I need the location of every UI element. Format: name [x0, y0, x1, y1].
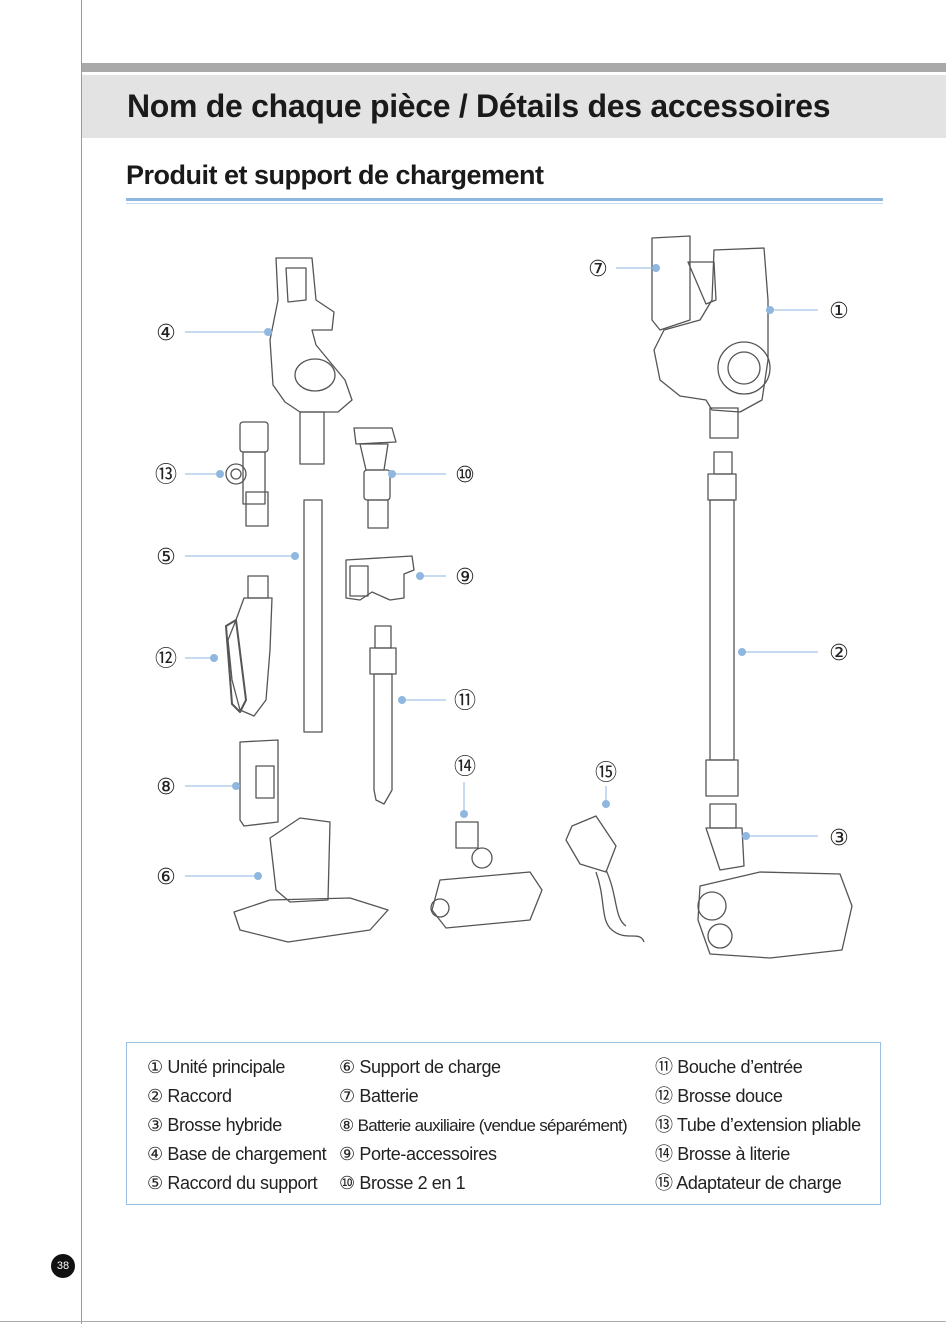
legend-item: ⑦ Batterie: [339, 1086, 419, 1106]
hybrid-brush-drawing: [697, 803, 853, 959]
callout-8: ⑧: [156, 775, 176, 800]
soft-brush-drawing: [225, 575, 273, 717]
callout-13: ⑬: [155, 463, 177, 488]
callout-6: ⑥: [156, 865, 176, 890]
callout-14: ⑭: [454, 755, 476, 780]
two-in-one-brush-drawing: [353, 427, 397, 529]
section-rule: [126, 198, 883, 201]
callout-15: ⑮: [595, 761, 617, 786]
legend-item: ⑮ Adaptateur de charge: [655, 1173, 842, 1193]
charging-stand-drawing: [233, 817, 389, 943]
page-title: Nom de chaque pièce / Détails des access…: [127, 88, 831, 124]
legend-item: ⑩ Brosse 2 en 1: [339, 1173, 466, 1193]
folding-tube-drawing: [225, 421, 269, 527]
parts-legend: ① Unité principale ② Raccord ③ Brosse hy…: [126, 1042, 881, 1205]
page-bottom-line: [0, 1321, 946, 1322]
callout-3: ③: [829, 826, 849, 851]
legend-column-3: ⑪ Bouche d’entrée ⑫ Brosse douce ⑬ Tube …: [655, 1053, 861, 1198]
callout-11: ⑪: [454, 689, 476, 714]
main-unit-drawing: [651, 235, 771, 439]
callout-1: ①: [829, 299, 849, 324]
legend-column-1: ① Unité principale ② Raccord ③ Brosse hy…: [147, 1053, 327, 1198]
legend-item: ⑤ Raccord du support: [147, 1173, 318, 1193]
bedding-brush-drawing: [430, 821, 543, 929]
spare-battery-drawing: [239, 739, 279, 827]
legend-item: ⑨ Porte-accessoires: [339, 1144, 497, 1164]
callout-7: ⑦: [588, 257, 608, 282]
legend-item: ⑬ Tube d’extension pliable: [655, 1115, 861, 1135]
callout-10: ⑩: [455, 463, 475, 488]
callout-9: ⑨: [455, 565, 475, 590]
legend-item: ⑥ Support de charge: [339, 1057, 501, 1077]
legend-item: ① Unité principale: [147, 1057, 286, 1077]
page-margin-line: [81, 0, 82, 1324]
header-rule: [82, 63, 946, 72]
legend-item: ⑭ Brosse à literie: [655, 1144, 790, 1164]
callout-2: ②: [829, 641, 849, 666]
crevice-tool-drawing: [369, 625, 397, 805]
legend-item: ③ Brosse hybride: [147, 1115, 282, 1135]
legend-column-2: ⑥ Support de charge ⑦ Batterie ⑧ Batteri…: [339, 1053, 628, 1198]
parts-diagram: ① ② ③ ④ ⑤ ⑥ ⑦ ⑧ ⑨ ⑩ ⑪ ⑫ ⑬ ⑭ ⑮: [155, 235, 853, 959]
legend-item: ⑧ Batterie auxiliaire (vendue séparément…: [339, 1116, 628, 1135]
legend-item: ② Raccord: [147, 1086, 232, 1106]
extension-wand-drawing: [705, 451, 739, 797]
callout-5: ⑤: [156, 545, 176, 570]
charging-base-drawing: [269, 257, 353, 465]
page-number: 38: [51, 1254, 75, 1278]
callout-12: ⑫: [155, 647, 177, 672]
support-connector-drawing: [303, 499, 323, 733]
callout-4: ④: [156, 321, 176, 346]
accessory-holder-drawing: [345, 555, 415, 601]
legend-item: ⑫ Brosse douce: [655, 1086, 783, 1106]
legend-item: ⑪ Bouche d’entrée: [655, 1057, 803, 1077]
section-title: Produit et support de chargement: [126, 160, 544, 190]
section-rule-thin: [126, 203, 883, 204]
charger-adapter-drawing: [565, 815, 645, 943]
title-band: [82, 75, 946, 138]
legend-item: ④ Base de chargement: [147, 1144, 327, 1164]
